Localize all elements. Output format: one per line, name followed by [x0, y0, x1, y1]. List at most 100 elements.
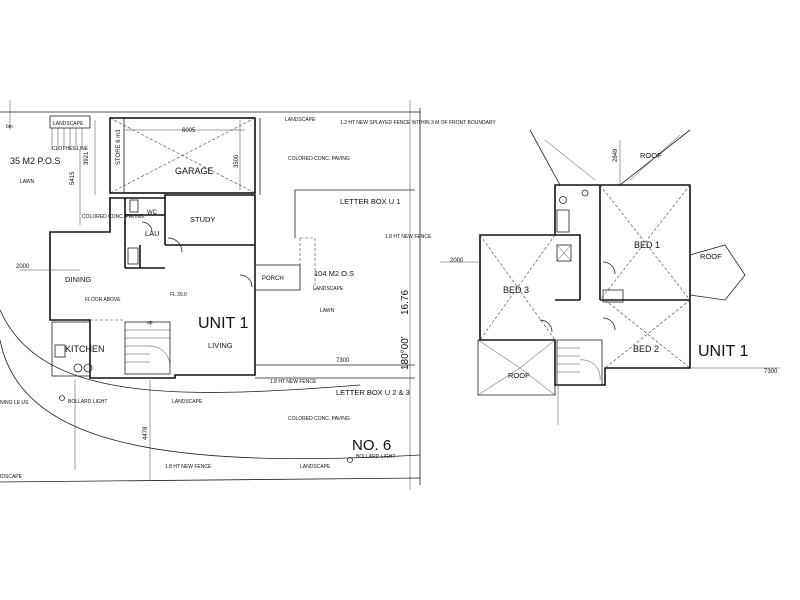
stair-curve	[149, 345, 171, 367]
wall-bath	[555, 234, 581, 300]
boundary-length-dimension: 16.76	[400, 290, 411, 315]
colored-paving-bottom-label: COLORED CONC. PAVING	[288, 416, 350, 422]
side-depth-dimension: 4478	[143, 426, 149, 440]
bollard-light-right-icon	[347, 457, 353, 463]
roof-right-label: ROOF	[700, 252, 722, 261]
upper-top-offset-dimension: 2849	[613, 148, 619, 162]
study-label: STUDY	[190, 215, 215, 224]
bed1-label: BED 1	[634, 240, 660, 250]
floor-level-label: FL 39.0	[170, 292, 187, 298]
upper-floor-plan	[440, 129, 780, 425]
splayed-fence-label: 1.2 HT NEW SPLAYED FENCE WITHIN 3 M OF F…	[340, 120, 496, 126]
driveway-curve-inner	[0, 309, 361, 393]
lau-label: LAU	[145, 229, 160, 238]
open-space-area-label: 104 M2 O.S	[314, 269, 354, 278]
letter-box-u1-label: LETTER BOX U 1	[340, 197, 400, 206]
front-setback-dimension: 7300	[336, 358, 350, 364]
ground-floor-plan	[0, 100, 421, 490]
wc-label: WC	[147, 210, 158, 216]
landscape-mid-label: LANDSCAPE	[313, 286, 344, 292]
landscape-top-label: LANDSCAPE	[285, 117, 316, 123]
unit-1-ground-label: UNIT 1	[198, 315, 248, 332]
kitchen-label: KITCHEN	[65, 344, 105, 354]
upper-stair-treads	[557, 347, 580, 373]
garage-label: GARAGE	[175, 166, 214, 176]
upper-stair-curve	[579, 359, 601, 381]
bollard-left-label: BOLLARD LIGHT	[68, 399, 107, 405]
shower-cross	[556, 244, 572, 262]
study-door-swing	[167, 237, 183, 253]
boundary-bearing-label: 180°00'	[400, 336, 411, 370]
bin-label: bin	[6, 124, 13, 130]
new-fence-lowest-label: 1.8 HT NEW FENCE	[165, 464, 212, 470]
porch-roof-lines	[299, 237, 316, 290]
cooktop-burner-2	[83, 363, 93, 373]
roof-top-hips	[544, 134, 681, 181]
lawn-right-label: LAWN	[320, 308, 335, 314]
stair-up-label: up	[147, 320, 153, 326]
left-bottom-fragment-label: IDSCAPE	[0, 474, 23, 480]
wc-upper-icon	[559, 196, 567, 204]
store-label: STORE 6 m3	[116, 129, 122, 165]
upper-left-offset-dimension: 2000	[450, 258, 464, 264]
living-label: LIVING	[208, 341, 233, 350]
kitchen-sink	[54, 344, 66, 358]
garage-width-dimension: 6005	[182, 128, 196, 134]
bed3-label: BED 3	[503, 285, 529, 295]
bollard-right-label: BOLLARD LIGHT	[356, 454, 395, 460]
landscape-bottom-label: LANDSCAPE	[172, 399, 203, 405]
laundry-tub	[127, 247, 139, 265]
upper-front-setback-dimension: 7300	[764, 369, 778, 375]
roof-bottom-hips	[477, 339, 556, 396]
clothes-line	[51, 128, 83, 150]
store-depth-dimension: 3921	[84, 151, 90, 165]
clothes-line-label: CLOTHES LINE	[52, 146, 89, 152]
kitchen-bench	[51, 321, 91, 377]
bed3-door-swing	[539, 319, 553, 333]
pos-area-label: 35 M2 P.O.S	[10, 156, 60, 166]
front-door-swing	[239, 274, 253, 288]
lawn-left-label: LAWN	[20, 179, 35, 185]
porch-outline	[254, 264, 301, 291]
landscape-top-left-label: LANDSCAPE	[53, 121, 84, 127]
landscape-bottom-right-label: LANDSCAPE	[300, 464, 331, 470]
roof-bottom-label: ROOF	[508, 371, 530, 380]
stair-treads	[125, 329, 170, 363]
stair-box	[124, 321, 171, 375]
garage-depth-dimension: 3500	[234, 154, 240, 168]
letter-box-u23-label: LETTER BOX U 2 & 3	[336, 388, 410, 397]
left-offset-dimension: 5415	[70, 171, 76, 185]
bed1-door-swing	[602, 261, 616, 275]
floor-above-label: FLOOR ABOVE	[85, 297, 121, 303]
address-label: NO. 6	[352, 437, 391, 454]
colored-paving-top-label: COLORED CONC. PAVING	[288, 156, 350, 162]
bed2-roof-lines	[604, 299, 691, 369]
roof-bottom-outline	[477, 339, 556, 396]
ground-floor-labels: bin LANDSCAPE CLOTHES LINE 35 M2 P.O.S L…	[0, 117, 496, 480]
bath-tub	[556, 209, 570, 233]
bed2-door-swing	[602, 317, 616, 331]
basin-upper-icon	[581, 189, 589, 197]
colored-paving-left-label: COLORED CONC. PAVING	[82, 214, 144, 220]
new-fence-bottom-label: 1.8 HT NEW FENCE	[270, 379, 317, 385]
bottom-boundary-line	[0, 477, 421, 483]
roof-top-outline	[529, 129, 691, 186]
wc-pan	[129, 199, 139, 213]
garage-roof-lines	[109, 117, 256, 194]
upper-stair-box	[556, 339, 603, 386]
cooktop-burner-1	[73, 363, 83, 373]
store-box	[109, 117, 125, 194]
unit-1-upper-label: UNIT 1	[698, 343, 748, 360]
bollard-light-left-icon	[59, 395, 65, 401]
wc-door-swing	[141, 221, 153, 233]
driveway-curve-outer	[0, 339, 421, 460]
porch-label: PORCH	[262, 276, 284, 282]
dining-offset-dimension: 2000	[16, 264, 30, 270]
bed1-roof-lines	[599, 184, 691, 301]
dining-label: DINING	[65, 275, 91, 284]
bed3-roof-lines	[479, 234, 556, 341]
upper-floor-labels: ROOF 2849 BED 1 BED 3 BED 2 ROOF ROOF UN…	[450, 148, 778, 380]
left-edge-fragment-label: NING LE US	[0, 400, 29, 406]
bed2-label: BED 2	[633, 344, 659, 354]
